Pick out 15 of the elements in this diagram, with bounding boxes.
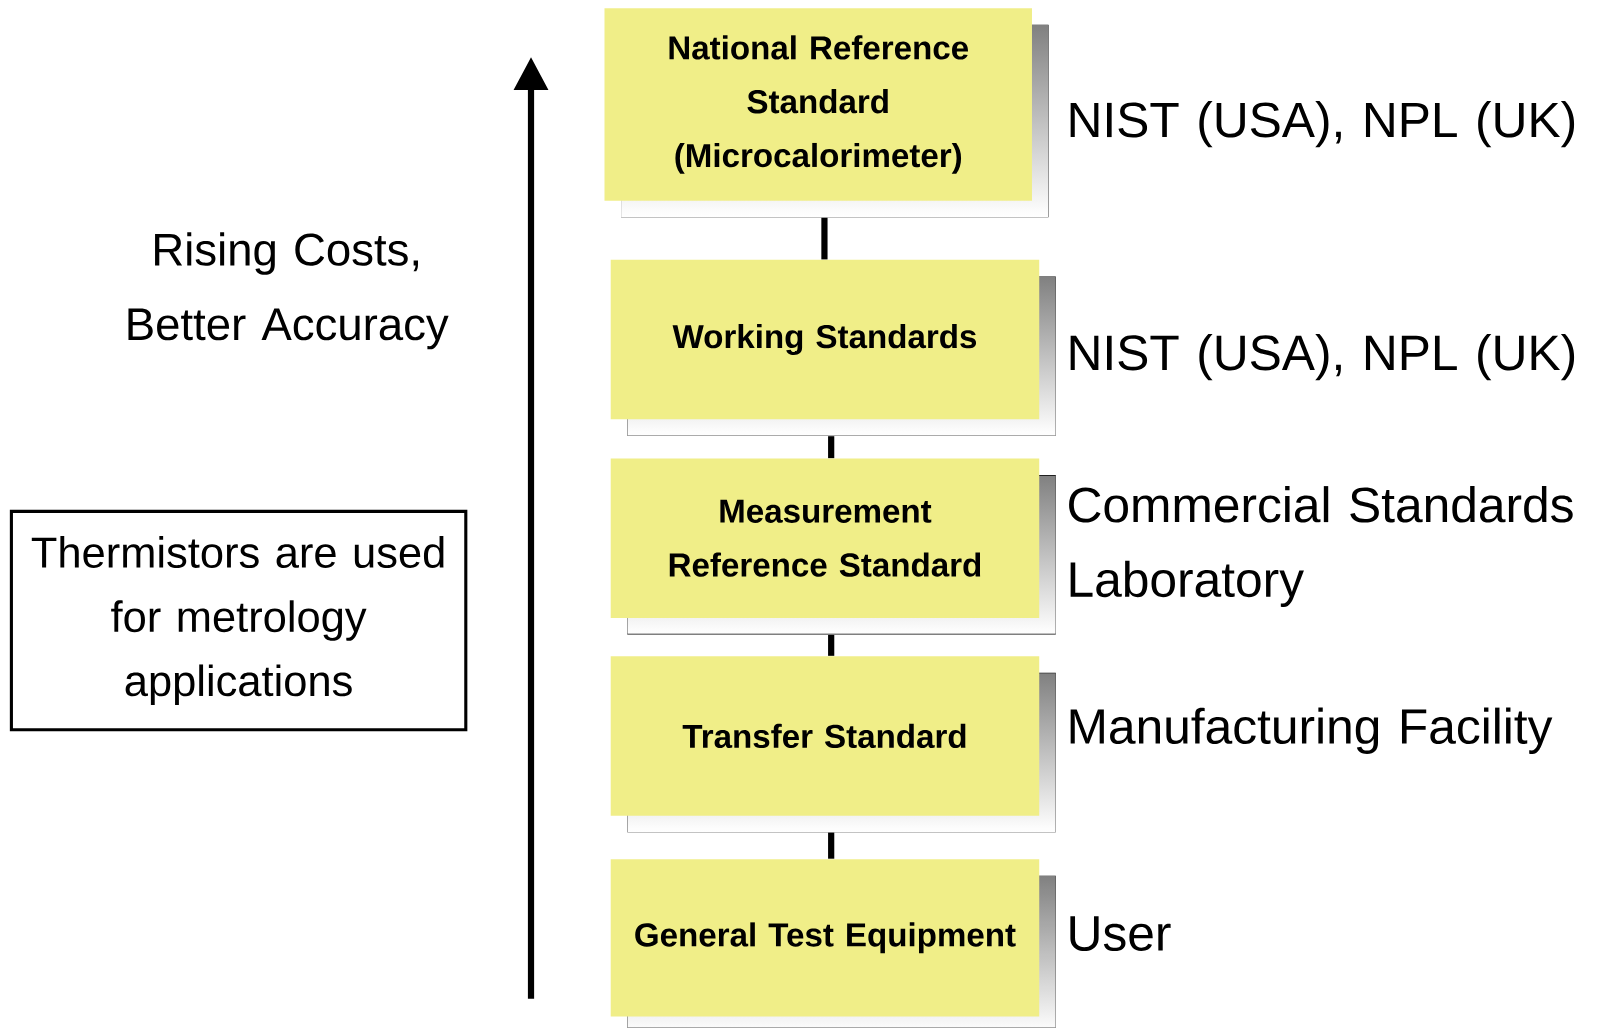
location-label: Manufacturing Facility [1070, 707, 1553, 754]
location-label: NIST (USA), NPL (UK) [1070, 101, 1575, 148]
axis-label: Rising Costs, Better Accuracy [128, 232, 449, 350]
standard-box: Working Standards [610, 259, 1056, 436]
standard-box: Measurement Reference Standard [610, 458, 1056, 635]
standard-box: National Reference Standard (Microcalorimeter) [604, 8, 1049, 218]
location-label: Commercial Standards Laboratory [1069, 486, 1573, 608]
standard-box: General Test Equipment [610, 859, 1056, 1028]
connector-line [821, 217, 828, 260]
location-label: User [1070, 916, 1171, 952]
location-label: NIST (USA), NPL (UK) [1070, 334, 1575, 381]
connector-line [828, 436, 835, 459]
note-box: Thermistors are used for metrology applications [9, 509, 468, 732]
standard-box: Transfer Standard [610, 656, 1056, 833]
connector-line [828, 832, 835, 859]
